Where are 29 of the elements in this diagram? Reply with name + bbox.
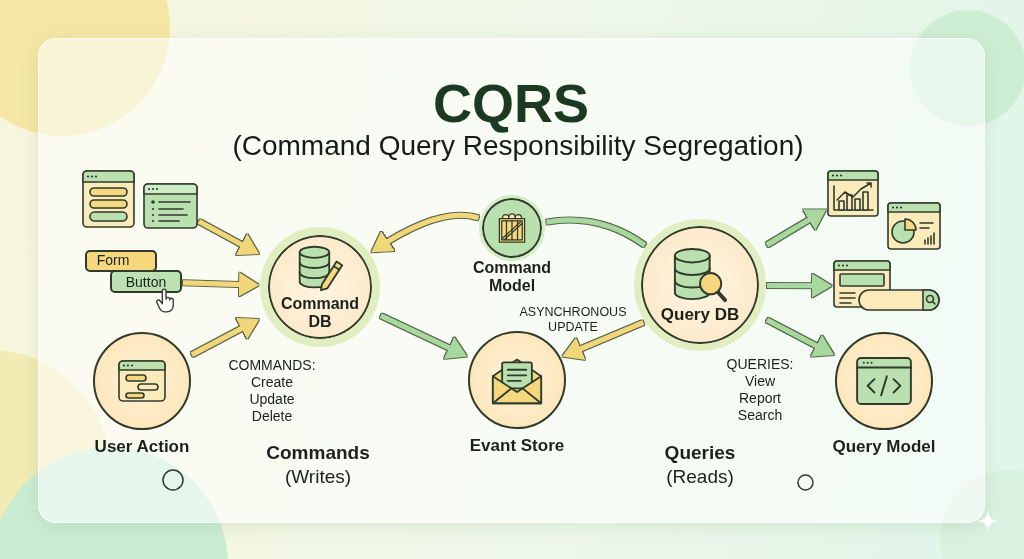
node-label: Evant Store — [469, 436, 565, 456]
list-window-icon — [143, 183, 198, 229]
chart-window-icon — [827, 170, 879, 217]
search-window-icon — [833, 260, 941, 312]
node-label: Command Model — [472, 259, 552, 295]
annotation-text: QUERIES: View Report Search — [726, 356, 794, 424]
arrow — [190, 317, 260, 357]
edge-label: ASYNCHRONOUS UPDATE — [519, 305, 627, 335]
arrow — [765, 317, 835, 357]
button-chip: Button — [110, 270, 182, 293]
arrow — [379, 313, 468, 359]
arrow — [182, 272, 259, 297]
node-label: Command DB — [280, 295, 360, 331]
arrow — [765, 209, 827, 248]
annotation-text: COMMANDS: Create Update Delete — [228, 357, 316, 425]
node-label: User Action — [94, 437, 190, 457]
pie-chart-window-icon — [887, 202, 941, 250]
connector-line — [546, 217, 647, 248]
section-heading: Queries (Reads) — [664, 441, 736, 489]
arrow — [562, 320, 645, 360]
arrow — [371, 212, 480, 253]
node-label: Query DB — [660, 305, 740, 325]
form-chip: Form — [85, 250, 157, 272]
section-heading: Commands (Writes) — [266, 441, 370, 489]
arrow — [767, 273, 832, 298]
form-window-icon — [82, 170, 135, 228]
arrow — [197, 219, 260, 255]
subtitle: (Command Query Responsibility Segregation) — [232, 132, 804, 160]
node-label: Query Model — [832, 437, 936, 457]
